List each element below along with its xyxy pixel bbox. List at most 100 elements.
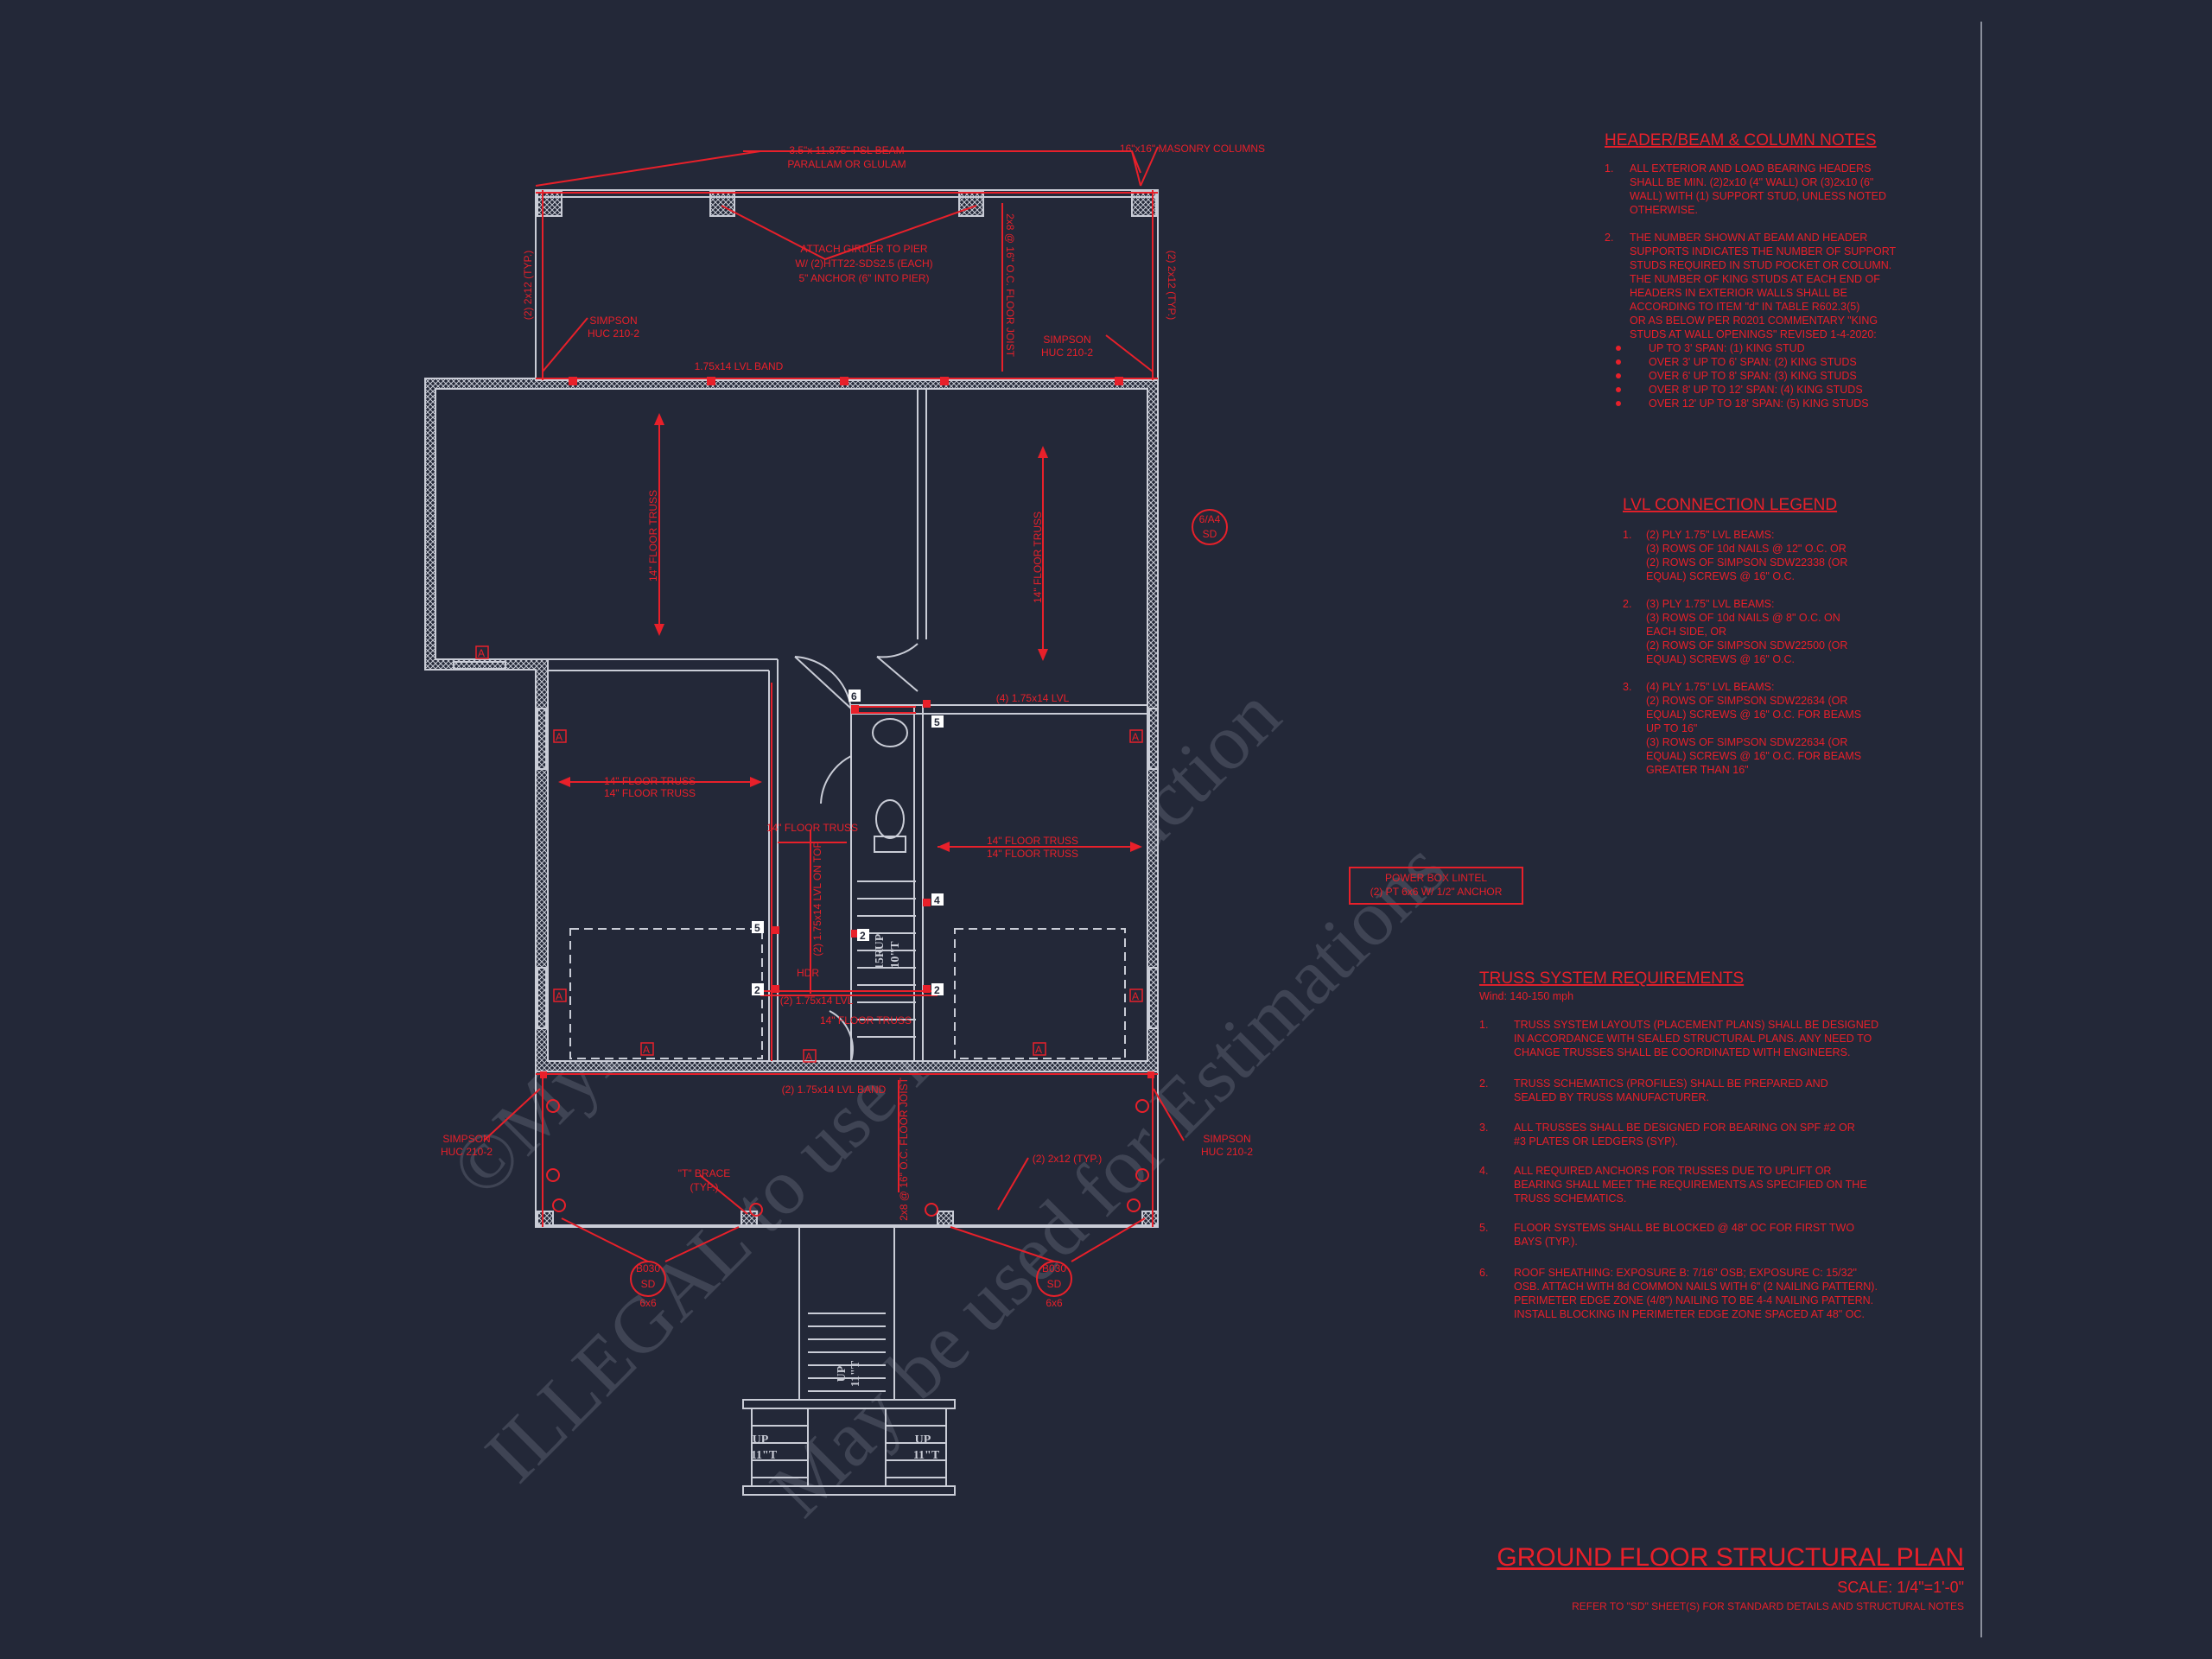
stair-up-label-1b: 15R: [874, 948, 887, 969]
truss-3-num: 3.: [1479, 1122, 1488, 1134]
attach-girder-label: ATTACH GIRDER TO PIER: [800, 243, 927, 255]
header-note-2-line-2: SUPPORTS INDICATES THE NUMBER OF SUPPORT: [1630, 245, 1897, 257]
joist-bottom-right-label: (2) 2x12 (TYP.): [1033, 1153, 1102, 1165]
power-box-label-1: POWER BOX LINTEL: [1385, 872, 1487, 884]
truss-system-requirements: TRUSS SYSTEM REQUIREMENTS Wind: 140-150 …: [1479, 969, 1878, 1320]
header-bullet-2: OVER 3' UP TO 6' SPAN: (2) KING STUDS: [1649, 356, 1857, 368]
stair-up-label-3: UP: [753, 1433, 769, 1446]
lvl-low-label: (2) 1.75x14 LVL: [780, 995, 854, 1007]
stair-up-label-3b: 11"T: [751, 1449, 778, 1462]
sd-tag-circle: [1192, 509, 1228, 545]
exterior-stair: [742, 1226, 956, 1496]
marker-a-7: A: [1035, 1044, 1042, 1056]
lvl-2-line-5: EQUAL) SCREWS @ 16" O.C.: [1646, 653, 1795, 665]
truss-4-line-1: ALL REQUIRED ANCHORS FOR TRUSSES DUE TO …: [1514, 1165, 1831, 1177]
lvl-3-line-1: (4) PLY 1.75" LVL BEAMS:: [1646, 681, 1775, 693]
truss-2-num: 2.: [1479, 1077, 1488, 1090]
lvl-3-num: 3.: [1623, 681, 1631, 693]
lvl-2-num: 2.: [1623, 598, 1631, 610]
truss-2-line-1: TRUSS SCHEMATICS (PROFILES) SHALL BE PRE…: [1514, 1077, 1828, 1090]
truss-1-line-3: CHANGE TRUSSES SHALL BE COORDINATED WITH…: [1514, 1046, 1850, 1058]
a-markers: [475, 645, 1143, 1063]
lvl-band-bottom-label: (2) 1.75x14 LVL BAND: [782, 1084, 887, 1096]
header-note-2-line-4: THE NUMBER OF KING STUDS AT EACH END OF: [1630, 273, 1880, 285]
stud-marker-5b: 5: [754, 922, 760, 934]
simpson-bottom-right: SIMPSON: [1203, 1133, 1250, 1145]
sd-bottom-left-2: SD: [641, 1278, 656, 1290]
plan-scale: SCALE: 1/4"=1'-0": [1837, 1579, 1964, 1596]
truss-5-line-1: FLOOR SYSTEMS SHALL BE BLOCKED @ 48" OC …: [1514, 1222, 1854, 1234]
truss-6-num: 6.: [1479, 1267, 1488, 1279]
lvl-legend-title: LVL CONNECTION LEGEND: [1623, 496, 1837, 514]
truss-low-center-label: 14" FLOOR TRUSS: [820, 1014, 912, 1027]
sink-icon: [872, 718, 908, 747]
truss-2-line-2: SEALED BY TRUSS MANUFACTURER.: [1514, 1091, 1709, 1103]
power-box-label-2: (2) PT 6x6 W/ 1/2" ANCHOR: [1370, 886, 1503, 898]
sd-bottom-left-circle: [630, 1261, 666, 1297]
simpson-bottom-right-2: HUC 210-2: [1201, 1146, 1253, 1158]
truss-3-line-2: #3 PLATES OR LEDGERS (SYP).: [1514, 1135, 1678, 1147]
truss-req-title: TRUSS SYSTEM REQUIREMENTS: [1479, 969, 1744, 988]
header-bullet-3: OVER 6' UP TO 8' SPAN: (3) KING STUDS: [1649, 370, 1857, 382]
post-markers: [540, 377, 1154, 1078]
truss-6-line-2: OSB. ATTACH WITH 8d COMMON NAILS WITH 6"…: [1514, 1281, 1878, 1293]
sd-bottom-left-1: B030: [636, 1262, 660, 1274]
interior-stair: [857, 880, 916, 1038]
sd-bottom-right-3: 6x6: [1046, 1297, 1063, 1309]
top-beam-label: 3.5"x 11.875" PSL BEAM: [789, 144, 904, 156]
truss-1-num: 1.: [1479, 1019, 1488, 1031]
simpson-bottom-left-2: HUC 210-2: [441, 1146, 493, 1158]
truss-mid-left-label: 14" FLOOR TRUSS: [604, 775, 696, 787]
truss-mid-center-label: 14" FLOOR TRUSS: [766, 822, 858, 834]
toilet-icon: [875, 799, 905, 839]
sd-bottom-right-circle: [1036, 1261, 1072, 1297]
lvl-mid-label: (4) 1.75x14 LVL: [996, 692, 1070, 704]
lvl-vertical-label: (2) 1.75x14 LVL ON TOP: [811, 842, 823, 957]
title-block: GROUND FLOOR STRUCTURAL PLAN SCALE: 1/4"…: [1497, 1543, 1964, 1612]
sd-tag-2: SD: [1203, 528, 1217, 540]
header-note-1-line-3: WALL) WITH (1) SUPPORT STUD, UNLESS NOTE…: [1630, 190, 1886, 202]
lvl-2-line-3: EACH SIDE, OR: [1646, 626, 1726, 638]
simpson-label-right-2: HUC 210-2: [1041, 346, 1093, 359]
joist-right-label: (2) 2x12 (TYP.): [1166, 251, 1178, 320]
truss-6-line-4: INSTALL BLOCKING IN PERIMETER EDGE ZONE …: [1514, 1308, 1865, 1320]
marker-a-5: A: [1132, 990, 1139, 1002]
truss-4-line-3: TRUSS SCHEMATICS.: [1514, 1192, 1626, 1205]
header-note-2-line-7: OR AS BELOW PER R0201 COMMENTARY "KING: [1630, 315, 1878, 327]
header-note-2-num: 2.: [1605, 232, 1613, 244]
joist-top-label: 2x8 @ 16" O.C. FLOOR JOIST: [1004, 213, 1016, 357]
stair-up-label-1: UP: [874, 933, 887, 950]
stud-marker-2a: 2: [860, 930, 866, 942]
structural-overlay: [483, 146, 1185, 1262]
stair-up-label-4b: 11"T: [913, 1449, 940, 1462]
lvl-3-line-5: (3) ROWS OF SIMPSON SDW22634 (OR: [1646, 736, 1847, 748]
lvl-1-num: 1.: [1623, 529, 1631, 541]
simpson-label-left: SIMPSON: [589, 315, 637, 327]
top-beam-sublabel: PARALLAM OR GLULAM: [787, 158, 906, 170]
lvl-1-line-1: (2) PLY 1.75" LVL BEAMS:: [1646, 529, 1775, 541]
simpson-label-left-2: HUC 210-2: [588, 327, 639, 340]
header-bullet-dots: [1616, 346, 1621, 406]
brace-label: "T" BRACE: [678, 1167, 731, 1179]
truss-req-wind: Wind: 140-150 mph: [1479, 990, 1573, 1002]
lvl-2-line-2: (3) ROWS OF 10d NAILS @ 8" O.C. ON: [1646, 612, 1840, 624]
truss-upper-left-label: 14" FLOOR TRUSS: [604, 787, 696, 799]
header-beam-notes: HEADER/BEAM & COLUMN NOTES 1. ALL EXTERI…: [1605, 131, 1897, 410]
header-note-2-line-1: THE NUMBER SHOWN AT BEAM AND HEADER: [1630, 232, 1867, 244]
stud-count-markers: [752, 690, 944, 995]
header-note-1-line-4: OTHERWISE.: [1630, 204, 1698, 216]
stud-marker-5a: 5: [934, 716, 940, 728]
dashed-area-right: [954, 928, 1126, 1059]
truss-6-line-1: ROOF SHEATHING: EXPOSURE B: 7/16" OSB; E…: [1514, 1267, 1857, 1279]
header-note-2-line-6: ACCORDING TO ITEM "d" IN TABLE R602.3(5): [1630, 301, 1859, 313]
porch-post-circles: [546, 1099, 1149, 1217]
stud-marker-6: 6: [851, 690, 857, 702]
lvl-1-line-4: EQUAL) SCREWS @ 16" O.C.: [1646, 570, 1795, 582]
marker-a-8: A: [805, 1051, 812, 1063]
lvl-2-line-4: (2) ROWS OF SIMPSON SDW22500 (OR: [1646, 639, 1847, 652]
power-box-lintel: [1349, 867, 1523, 905]
sd-bottom-right-2: SD: [1047, 1278, 1062, 1290]
stud-marker-2c: 2: [934, 984, 940, 996]
truss-top-right-label: 14" FLOOR TRUSS: [1032, 512, 1044, 603]
